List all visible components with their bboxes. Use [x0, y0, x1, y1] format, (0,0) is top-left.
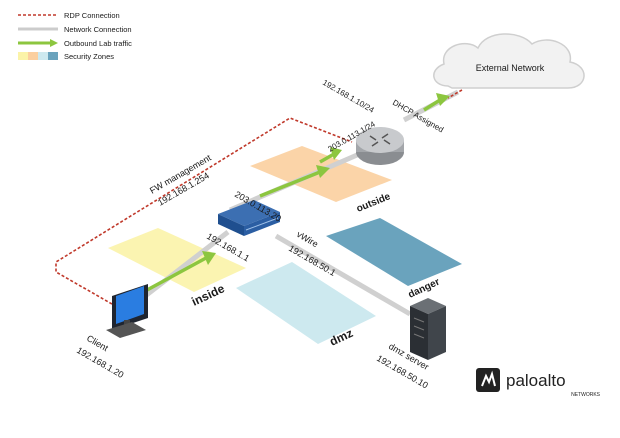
zone-inside: [108, 228, 246, 292]
dmz-server-icon: [410, 298, 446, 360]
legend-outbound-label: Outbound Lab traffic: [64, 39, 132, 48]
external-network-cloud: External Network: [433, 33, 585, 89]
logo-brand: paloalto: [506, 371, 566, 390]
outbound-inside-arrow-icon: [202, 251, 216, 265]
legend-swatch-danger: [48, 52, 58, 60]
legend-swatch-dmz: [38, 52, 48, 60]
legend-rdp-label: RDP Connection: [64, 11, 120, 20]
legend-arrow-icon: [50, 39, 58, 47]
cloud-label: External Network: [476, 63, 545, 73]
client-monitor-icon: [106, 284, 148, 338]
legend-swatch-inside: [18, 52, 28, 60]
paloalto-logo: paloalto NETWORKS: [476, 368, 601, 398]
outbound-cloud-arrow-icon: [436, 93, 450, 106]
router-ip-upper: 192.168.1.10/24: [321, 78, 376, 115]
legend-network-label: Network Connection: [64, 25, 132, 34]
legend: RDP Connection Network Connection Outbou…: [18, 11, 132, 61]
rdp-segment-cloud: [447, 89, 463, 99]
zone-danger: [326, 218, 462, 286]
outbound-cloud-line: [423, 98, 441, 112]
link-client-fw: [138, 230, 230, 302]
outbound-router-line: [319, 152, 335, 164]
router-icon: [356, 127, 404, 165]
legend-zones-label: Security Zones: [64, 52, 114, 61]
logo-sub: NETWORKS: [571, 392, 601, 398]
outbound-router-arrow-icon: [330, 147, 342, 160]
link-fw-dmz: [274, 233, 412, 317]
outbound-outside-arrow-icon: [316, 165, 330, 178]
cloud-icon: [433, 33, 585, 89]
zone-outside-label: outside: [355, 191, 392, 215]
zone-dmz: [236, 262, 376, 344]
outbound-outside-line: [259, 170, 321, 198]
firewall-icon: [218, 200, 280, 236]
legend-swatch-outside: [28, 52, 38, 60]
rdp-connection: [55, 117, 353, 305]
